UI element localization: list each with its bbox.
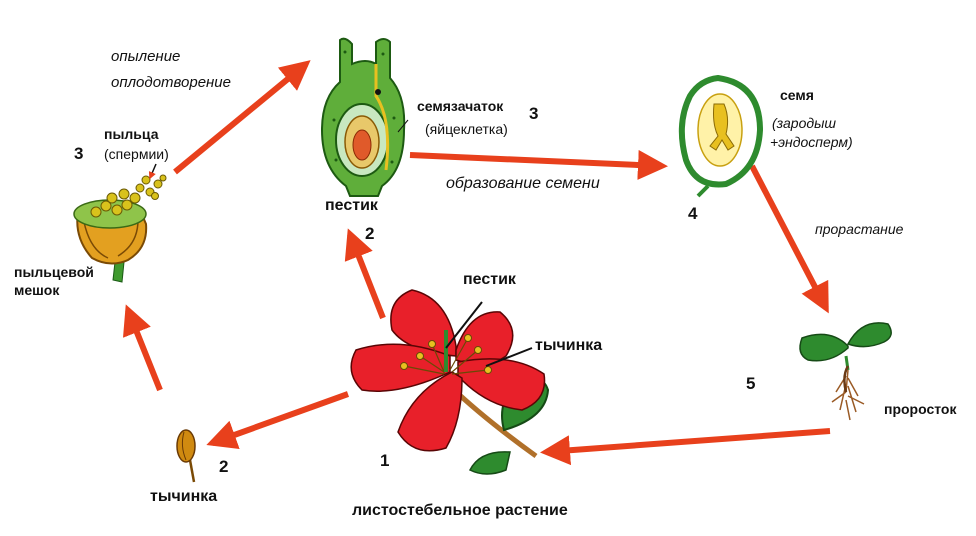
arrow-pollen-to-pistil — [173, 60, 311, 175]
number-plant: 1 — [380, 451, 390, 470]
pollen-sac-illustration — [73, 163, 167, 283]
label-germination: прорастание — [815, 221, 904, 237]
label-ovule: семязачаток — [417, 98, 504, 114]
arrow-plant-to-stamen — [206, 391, 350, 449]
label-pistil-flower: пестик — [463, 271, 516, 288]
label-endosperm: +эндосперм) — [770, 134, 853, 150]
label-egg-cell: (яйцеклетка) — [425, 121, 508, 137]
label-fertilization: оплодотворение — [111, 74, 231, 91]
label-embryo: (зародыш — [772, 115, 837, 131]
label-pollen: пыльца — [104, 126, 159, 142]
seedling-illustration — [799, 322, 892, 421]
label-pollen-sac-line2: мешок — [14, 282, 60, 298]
number-ovule: 3 — [529, 104, 539, 123]
number-pollen: 3 — [74, 144, 84, 163]
label-stamen-bottom: тычинка — [150, 488, 218, 505]
label-seedling: проросток — [884, 401, 957, 417]
arrow-pistil-to-seed — [409, 149, 668, 180]
stamen-illustration — [176, 429, 196, 483]
number-pistil: 2 — [365, 224, 375, 243]
label-leafy-plant: листостебельное растение — [352, 502, 568, 519]
arrow-stamen-to-pollensac — [122, 304, 163, 392]
label-stamen-flower: тычинка — [535, 337, 603, 354]
label-sperm: (спермии) — [104, 146, 169, 162]
label-pollination: опыление — [111, 48, 181, 65]
arrow-seedling-to-plant — [540, 428, 831, 466]
pistil-illustration — [320, 37, 409, 197]
number-stamen: 2 — [219, 457, 229, 476]
flower-illustration — [350, 289, 550, 475]
number-seed: 4 — [688, 204, 698, 223]
arrow-seed-to-seedling — [749, 164, 829, 314]
arrow-plant-to-pistil — [344, 228, 386, 320]
label-pollen-sac-line1: пыльцевой — [14, 264, 94, 280]
seed-illustration — [678, 74, 764, 198]
label-seed: семя — [780, 87, 814, 103]
label-pistil-top: пестик — [325, 197, 378, 214]
label-seed-formation: образование семени — [446, 175, 600, 192]
number-seedling: 5 — [746, 374, 756, 393]
